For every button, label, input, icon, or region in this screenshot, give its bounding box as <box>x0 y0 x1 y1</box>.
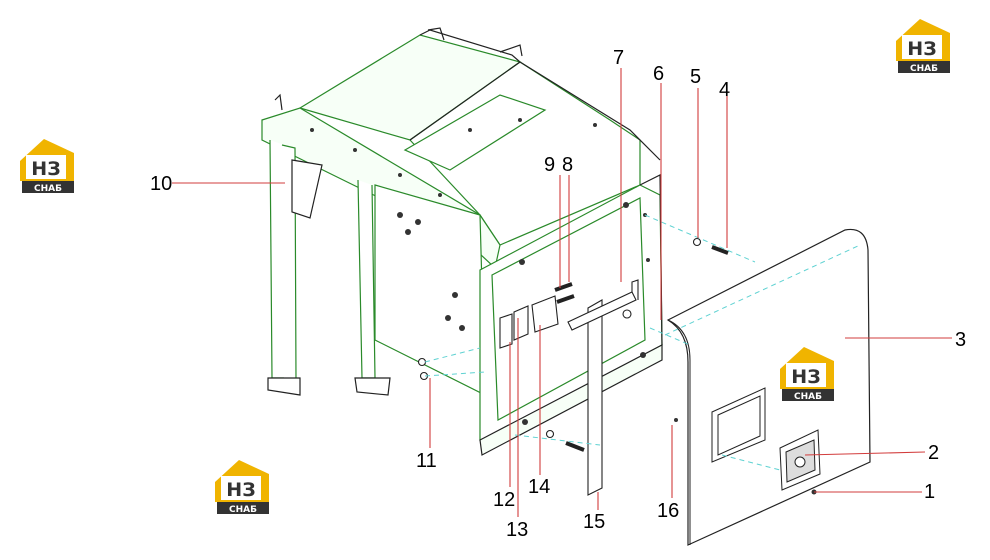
callout-15: 15 <box>583 511 605 533</box>
svg-text:НЗ: НЗ <box>791 366 820 388</box>
svg-text:НЗ: НЗ <box>226 479 255 501</box>
callout-3: 3 <box>955 329 966 351</box>
watermark-logo: НЗ СНАБ <box>211 454 273 516</box>
callout-13: 13 <box>506 519 528 541</box>
callout-8: 8 <box>562 154 573 176</box>
watermark-logo: НЗ СНАБ <box>16 133 78 195</box>
callout-2: 2 <box>928 442 939 464</box>
svg-text:НЗ: НЗ <box>907 38 936 60</box>
watermark-logo: НЗ СНАБ <box>892 13 954 75</box>
callout-16: 16 <box>657 500 679 522</box>
svg-text:СНАБ: СНАБ <box>910 64 938 74</box>
callout-7: 7 <box>613 47 624 69</box>
alignment-lines <box>424 214 861 471</box>
door-panel <box>666 228 871 546</box>
svg-text:СНАБ: СНАБ <box>229 505 257 515</box>
watermark-logo: НЗ СНАБ <box>776 341 838 403</box>
frame-assembly <box>261 27 663 456</box>
callout-12: 12 <box>493 489 515 511</box>
callout-14: 14 <box>528 476 550 498</box>
callout-11: 11 <box>416 450 437 472</box>
callout-6: 6 <box>653 63 664 85</box>
callout-labels: 1 2 3 4 5 6 7 8 9 10 11 12 13 14 15 16 <box>150 47 966 541</box>
callout-10: 10 <box>150 173 172 195</box>
frame-bolts <box>310 118 650 425</box>
callout-9: 9 <box>544 154 555 176</box>
callout-1: 1 <box>924 481 935 503</box>
callout-5: 5 <box>690 66 701 88</box>
hinge-parts <box>417 237 729 496</box>
svg-text:СНАБ: СНАБ <box>794 392 822 402</box>
svg-text:СНАБ: СНАБ <box>34 184 62 194</box>
callout-4: 4 <box>719 79 730 101</box>
leader-lines <box>172 68 952 517</box>
svg-text:НЗ: НЗ <box>31 158 60 180</box>
